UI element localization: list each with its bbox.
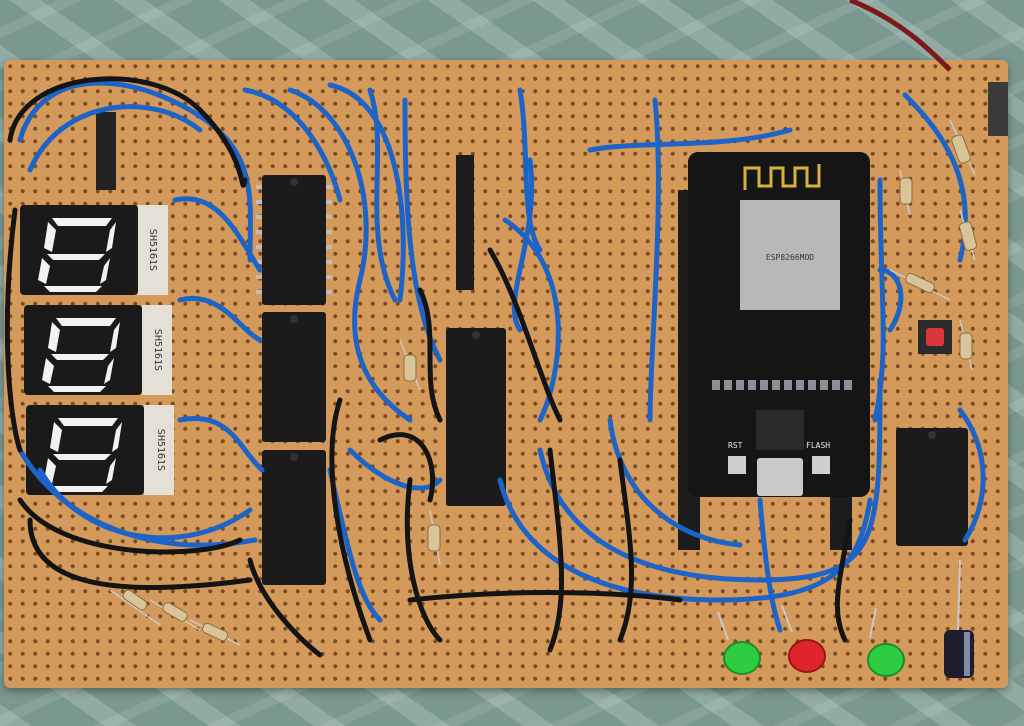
black-wires bbox=[4, 76, 853, 658]
micro-usb-port[interactable] bbox=[757, 458, 803, 496]
resistors bbox=[109, 119, 978, 646]
seven-segment-display-1: SH5161S bbox=[20, 205, 168, 295]
led-green-2 bbox=[867, 607, 905, 677]
esp8266-module-shield bbox=[740, 200, 840, 310]
usb-serial-chip bbox=[756, 410, 804, 450]
ic-chip-3 bbox=[262, 450, 326, 585]
seven-segment-display-2: SH5161S bbox=[24, 305, 172, 395]
flash-label: FLASH bbox=[806, 441, 830, 450]
slide-switch[interactable] bbox=[988, 82, 1008, 136]
pin-header-left bbox=[96, 112, 116, 190]
electrolytic-capacitor bbox=[944, 559, 974, 678]
antenna-trace bbox=[743, 164, 821, 190]
ic-chip-5 bbox=[896, 428, 968, 546]
pin-pad-row bbox=[712, 380, 852, 390]
display-3-label: SH5161S bbox=[155, 429, 166, 471]
pin-header-middle bbox=[456, 155, 474, 290]
seven-segment-display-3: SH5161S bbox=[26, 405, 174, 495]
ic-chip-2 bbox=[262, 312, 326, 442]
chip-pins bbox=[256, 185, 332, 294]
esp8266-dev-board: ESP8266MOD RST FLASH bbox=[688, 152, 870, 497]
rst-label: RST bbox=[728, 441, 743, 450]
led-green-1 bbox=[717, 611, 761, 675]
ic-chip-1 bbox=[262, 175, 326, 305]
probe-lead bbox=[849, 0, 952, 72]
module-text: ESP8266MOD bbox=[766, 253, 814, 262]
led-red bbox=[781, 605, 826, 673]
flash-button[interactable] bbox=[812, 456, 830, 474]
ic-chip-4 bbox=[446, 328, 506, 506]
display-1-label: SH5161S bbox=[147, 229, 158, 271]
push-button[interactable] bbox=[918, 320, 952, 354]
rst-button[interactable] bbox=[728, 456, 746, 474]
display-2-label: SH5161S bbox=[152, 329, 163, 371]
